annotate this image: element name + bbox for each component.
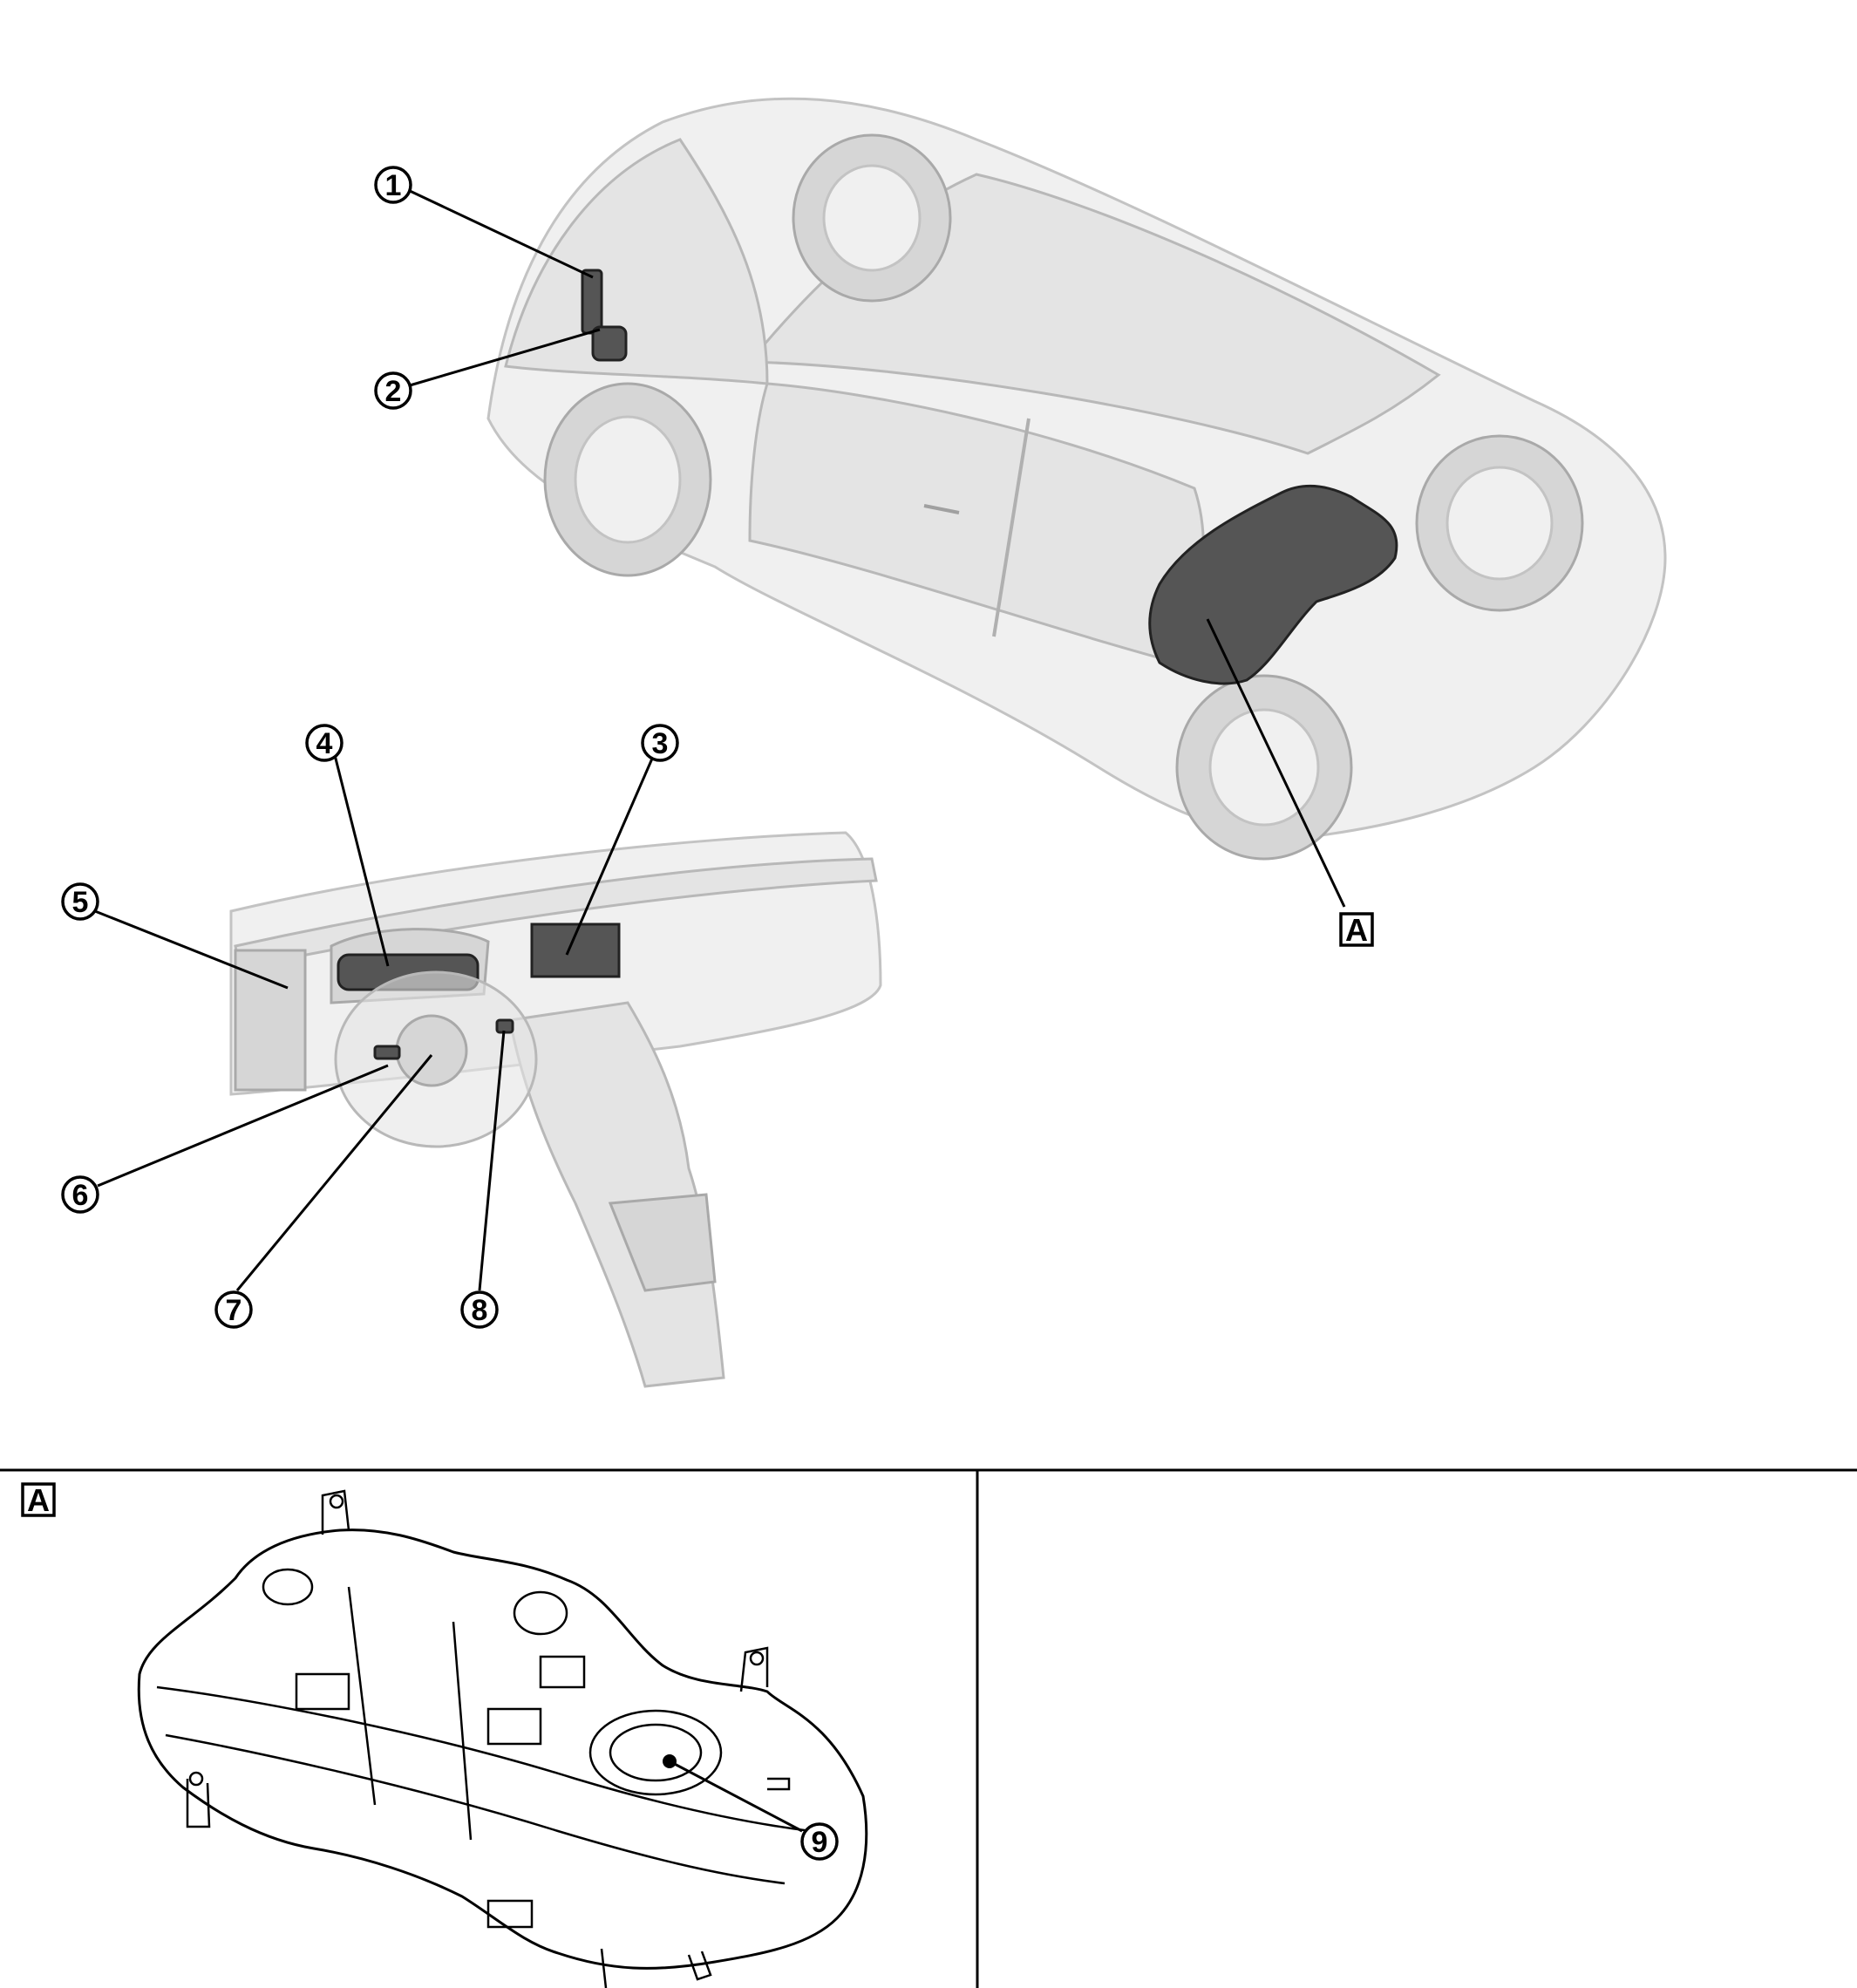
svg-text:6: 6 [72, 1179, 89, 1212]
callout-9: 9 [800, 1822, 839, 1861]
leader-lines [94, 188, 1346, 1291]
callout-8: 8 [460, 1290, 499, 1329]
detail-panel-frame [0, 1468, 1857, 1988]
rear-right-wheel [1415, 434, 1584, 612]
svg-text:A: A [1345, 912, 1368, 948]
callout-6: 6 [61, 1175, 99, 1214]
svg-text:8: 8 [472, 1294, 488, 1327]
callout-1: 1 [374, 166, 412, 204]
svg-text:3: 3 [652, 727, 669, 760]
detail-a-label: A [21, 1482, 56, 1518]
svg-text:1: 1 [385, 169, 402, 202]
callout-3: 3 [641, 724, 679, 762]
front-left-wheel [543, 382, 712, 577]
rear-left-wheel [1175, 674, 1353, 861]
svg-text:9: 9 [812, 1826, 828, 1859]
component-1-module [581, 269, 603, 335]
view-a-marker: A [1339, 912, 1374, 948]
callout-5: 5 [61, 882, 99, 921]
component-2-module [591, 325, 628, 362]
svg-text:5: 5 [72, 886, 89, 919]
svg-text:7: 7 [226, 1294, 242, 1327]
svg-text:2: 2 [385, 375, 402, 408]
callout-2: 2 [374, 371, 412, 410]
fuel-tank-location [1148, 484, 1398, 685]
svg-text:4: 4 [316, 727, 333, 760]
callout-4: 4 [305, 724, 344, 762]
front-right-wheel [792, 133, 952, 303]
vehicle-illustration [486, 97, 1667, 861]
instrument-panel-illustration [229, 831, 882, 1388]
svg-text:A: A [27, 1482, 50, 1518]
callout-7: 7 [214, 1290, 253, 1329]
fuel-tank-illustration [137, 1489, 868, 1988]
